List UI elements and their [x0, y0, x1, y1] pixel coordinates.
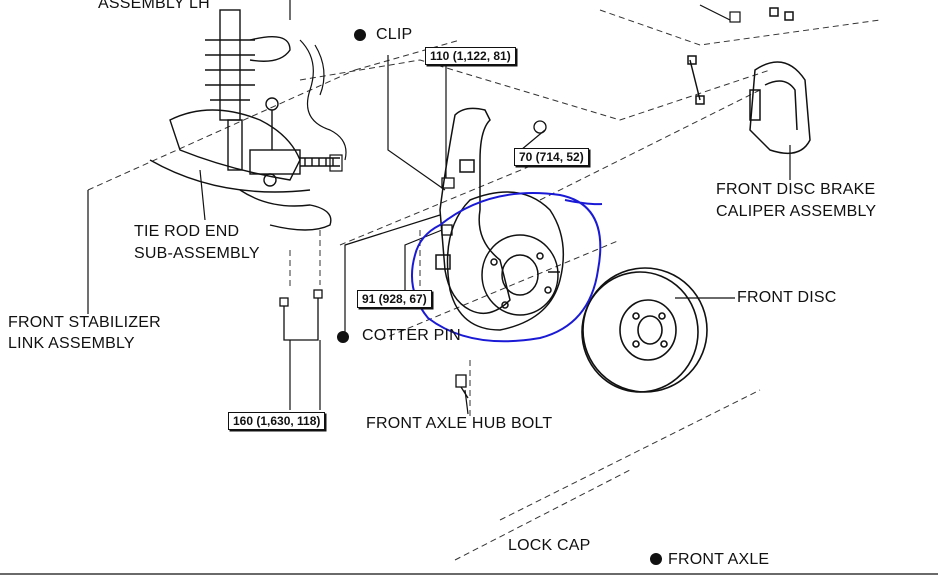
torque-spec-160: 160 (1,630, 118): [228, 412, 326, 430]
front-axle-label: FRONT AXLE: [668, 551, 770, 568]
clip-bullet: [354, 29, 366, 41]
blue-circle-annotation: [411, 192, 603, 343]
front-axle-hub-bolt-label: FRONT AXLE HUB BOLT: [366, 415, 553, 432]
stabilizer-bolts: [279, 289, 323, 341]
sensor-wire: [299, 4, 741, 172]
steering-knuckle: [435, 107, 511, 315]
dashed-guide-lines: [87, 9, 881, 561]
front-axle-bullet: [650, 553, 662, 565]
tie-rod-end: [249, 97, 340, 187]
front-disc-brake-label-line1: FRONT DISC BRAKE: [716, 181, 876, 198]
front-disc-label: FRONT DISC: [737, 289, 837, 306]
assembly-lh-label: ASSEMBLY LH: [98, 0, 210, 12]
brake-disc: [581, 267, 708, 393]
cotter-pin-label: COTTER PIN: [362, 327, 461, 344]
tie-rod-end-label-line1: TIE ROD END: [134, 223, 240, 240]
torque-spec-110: 110 (1,122, 81): [425, 47, 516, 65]
brake-caliper: [687, 7, 811, 155]
strut-assembly: [149, 9, 332, 231]
leader-lines: [87, 0, 791, 415]
torque-spec-91: 91 (928, 67): [357, 290, 432, 308]
front-stabilizer-label-line1: FRONT STABILIZER: [8, 314, 161, 331]
hub-and-shield: [446, 191, 565, 331]
cotter-pin-bullet: [337, 331, 349, 343]
front-disc-brake-label-line2: CALIPER ASSEMBLY: [716, 203, 877, 220]
tie-rod-end-label-line2: SUB-ASSEMBLY: [134, 245, 260, 262]
lock-cap-label: LOCK CAP: [508, 537, 591, 554]
torque-spec-70: 70 (714, 52): [514, 148, 589, 166]
front-stabilizer-label-line2: LINK ASSEMBLY: [8, 335, 135, 352]
clip-label: CLIP: [376, 26, 413, 43]
